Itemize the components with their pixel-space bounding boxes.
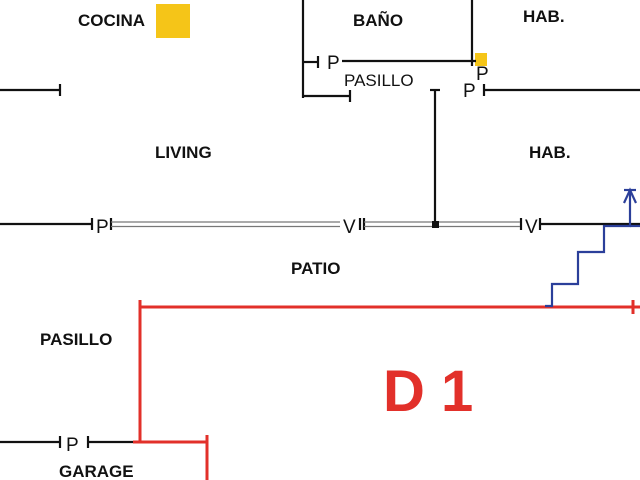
windows [111, 221, 520, 228]
label-hab-mid: HAB. [529, 143, 571, 162]
zone-label: D 1 [383, 359, 473, 424]
label-bano: BAÑO [353, 10, 403, 30]
door-marker-living: P [96, 217, 109, 238]
wall-junction [432, 221, 439, 228]
walls [0, 0, 640, 448]
label-patio: PATIO [291, 259, 340, 278]
yellow-marker-cocina [156, 4, 190, 38]
label-hab-top: HAB. [523, 7, 565, 26]
label-cocina: COCINA [78, 11, 145, 30]
label-living: LIVING [155, 143, 212, 162]
label-pasillo-top: PASILLO [344, 71, 414, 90]
door-marker-pasillo: P [463, 81, 476, 102]
door-marker-garage: P [66, 435, 79, 456]
label-garage: GARAGE [59, 462, 134, 480]
door-marker-bano: P [327, 53, 340, 74]
red-boundary [133, 300, 640, 480]
window-marker-right: V [525, 217, 538, 238]
label-pasillo-left: PASILLO [40, 330, 112, 349]
stair [545, 187, 640, 308]
window-marker-left: V [343, 217, 356, 238]
yellow-marker-door [475, 53, 487, 66]
door-marker-hab: P [476, 64, 489, 85]
